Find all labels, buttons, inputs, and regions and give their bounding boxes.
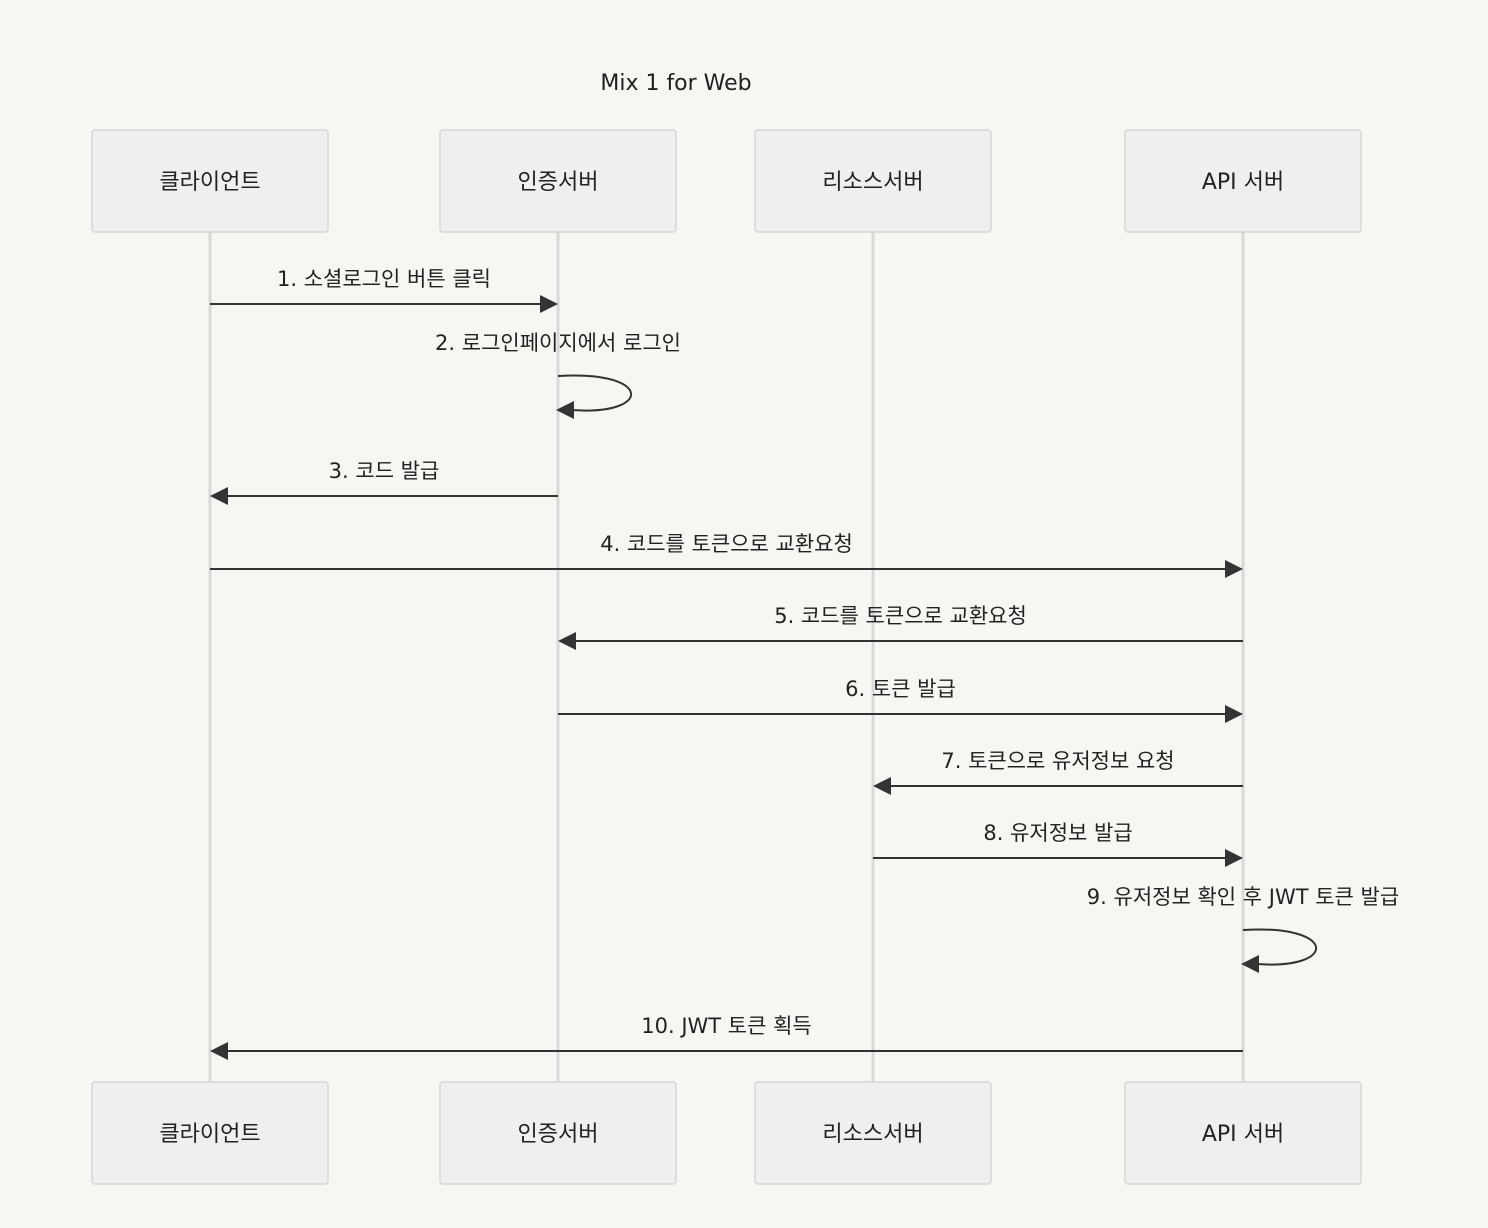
actors-bottom: 클라이언트 인증서버 리소스서버 API 서버	[91, 1081, 1362, 1185]
message-8: 8. 유저정보 발급	[873, 821, 1243, 867]
actor-top-client: 클라이언트	[91, 129, 329, 233]
message-label: 4. 코드를 토큰으로 교환요청	[600, 532, 853, 556]
actor-label: 인증서버	[518, 170, 599, 195]
actor-label: 리소스서버	[822, 1122, 923, 1147]
actor-box	[91, 1081, 329, 1185]
message-6: 6. 토큰 발급	[558, 677, 1243, 723]
message-1: 1. 소셜로그인 버튼 클릭	[210, 267, 558, 313]
actor-box	[439, 1081, 677, 1185]
actor-bottom-auth: 인증서버	[439, 1081, 677, 1185]
message-label: 6. 토큰 발급	[845, 677, 956, 701]
actor-label: 인증서버	[518, 1122, 599, 1147]
self-message-loop	[557, 374, 633, 412]
arrowhead	[558, 632, 576, 650]
actor-label: API 서버	[1202, 170, 1284, 195]
actor-box	[91, 129, 329, 233]
actor-box	[754, 129, 992, 233]
message-label: 5. 코드를 토큰으로 교환요청	[774, 604, 1027, 628]
message-label: 8. 유저정보 발급	[983, 821, 1132, 845]
actor-bottom-client: 클라이언트	[91, 1081, 329, 1185]
arrowhead	[210, 1042, 228, 1060]
actor-box	[1124, 129, 1362, 233]
arrowhead	[1225, 560, 1243, 578]
actor-label: 클라이언트	[159, 170, 260, 195]
message-7: 7. 토큰으로 유저정보 요청	[873, 749, 1243, 795]
messages: 1. 소셜로그인 버튼 클릭 2. 로그인페이지에서 로그인 3. 코드 발급 4. …	[210, 267, 1399, 1060]
message-label: 9. 유저정보 확인 후 JWT 토큰 발급	[1087, 885, 1399, 909]
arrowhead	[1241, 955, 1259, 973]
actor-label: 리소스서버	[822, 170, 923, 195]
message-label: 2. 로그인페이지에서 로그인	[435, 331, 681, 355]
lifelines	[208, 232, 1245, 1082]
message-3: 3. 코드 발급	[210, 459, 558, 505]
actor-label: API 서버	[1202, 1122, 1284, 1147]
actor-box	[754, 1081, 992, 1185]
actor-box	[1124, 1081, 1362, 1185]
self-message-loop	[1242, 928, 1318, 966]
message-4: 4. 코드를 토큰으로 교환요청	[210, 532, 1243, 578]
actor-bottom-api: API 서버	[1124, 1081, 1362, 1185]
diagram-title: Mix 1 for Web	[600, 71, 751, 96]
message-5: 5. 코드를 토큰으로 교환요청	[558, 604, 1243, 650]
arrowhead	[210, 487, 228, 505]
message-label: 1. 소셜로그인 버튼 클릭	[277, 267, 491, 291]
message-label: 10. JWT 토큰 획득	[641, 1014, 812, 1038]
actor-top-resource: 리소스서버	[754, 129, 992, 233]
actors-top: 클라이언트 인증서버 리소스서버 API 서버	[91, 129, 1362, 233]
actor-label: 클라이언트	[159, 1122, 260, 1147]
message-label: 3. 코드 발급	[329, 459, 440, 483]
message-2: 2. 로그인페이지에서 로그인	[435, 331, 681, 419]
message-10: 10. JWT 토큰 획득	[210, 1014, 1243, 1060]
actor-box	[439, 129, 677, 233]
arrowhead	[540, 295, 558, 313]
actor-top-auth: 인증서버	[439, 129, 677, 233]
arrowhead	[1225, 849, 1243, 867]
arrowhead	[1225, 705, 1243, 723]
arrowhead	[873, 777, 891, 795]
actor-top-api: API 서버	[1124, 129, 1362, 233]
arrowhead	[556, 401, 574, 419]
message-9: 9. 유저정보 확인 후 JWT 토큰 발급	[1087, 885, 1399, 973]
actor-bottom-resource: 리소스서버	[754, 1081, 992, 1185]
message-label: 7. 토큰으로 유저정보 요청	[941, 749, 1174, 773]
